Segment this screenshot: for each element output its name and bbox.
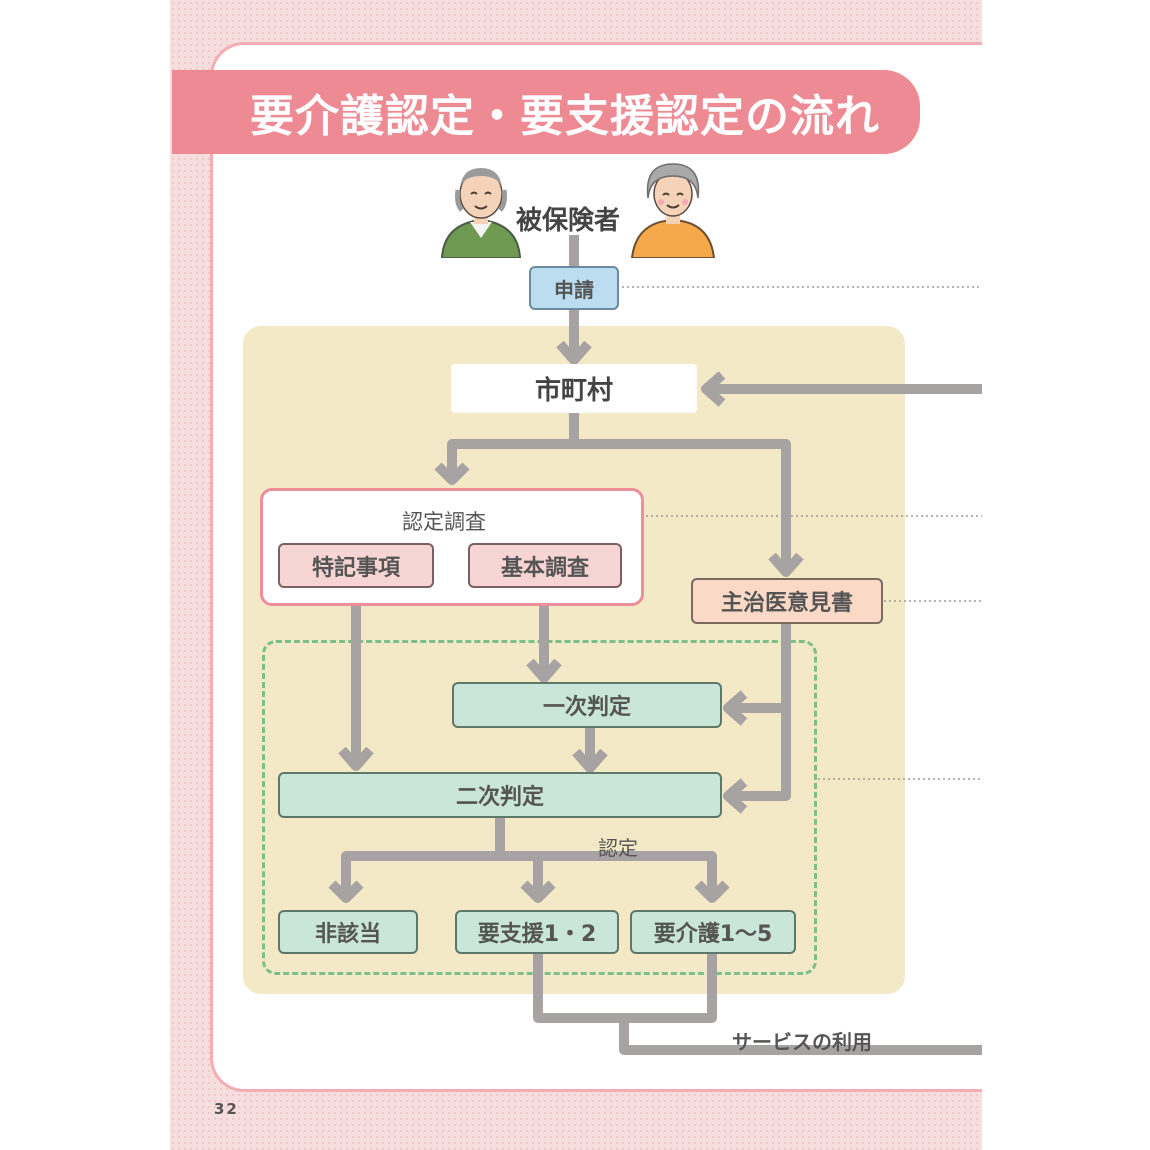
page-edge [982, 0, 1150, 1150]
elderly-woman-icon [630, 163, 716, 258]
support-box: 要支援1・2 [455, 910, 619, 954]
municipality-box: 市町村 [451, 364, 697, 413]
service-use-label: サービスの利用 [732, 1030, 872, 1054]
special-notes-box: 特記事項 [278, 543, 434, 588]
arrow-doctor-secondary [734, 624, 791, 801]
branch-municipality [447, 439, 791, 566]
not-applicable-box: 非該当 [278, 910, 418, 954]
branch-results [341, 851, 717, 894]
insured-label: 被保険者 [516, 206, 621, 236]
elderly-man-icon [440, 168, 522, 258]
care-box: 要介護1～5 [630, 910, 796, 954]
basic-survey-box: 基本調査 [468, 543, 622, 588]
primary-judgment-box: 一次判定 [452, 682, 722, 728]
doctor-opinion-box: 主治医意見書 [691, 578, 883, 624]
connector-service [533, 954, 717, 1023]
secondary-judgment-box: 二次判定 [278, 772, 722, 818]
certification-label: 認定 [598, 836, 638, 860]
survey-title: 認定調査 [402, 510, 486, 534]
application-box: 申請 [529, 266, 619, 310]
page-number: 32 [214, 1100, 239, 1118]
title-banner: 要介護認定・要支援認定の流れ [172, 70, 920, 154]
page-title: 要介護認定・要支援認定の流れ [250, 91, 880, 142]
